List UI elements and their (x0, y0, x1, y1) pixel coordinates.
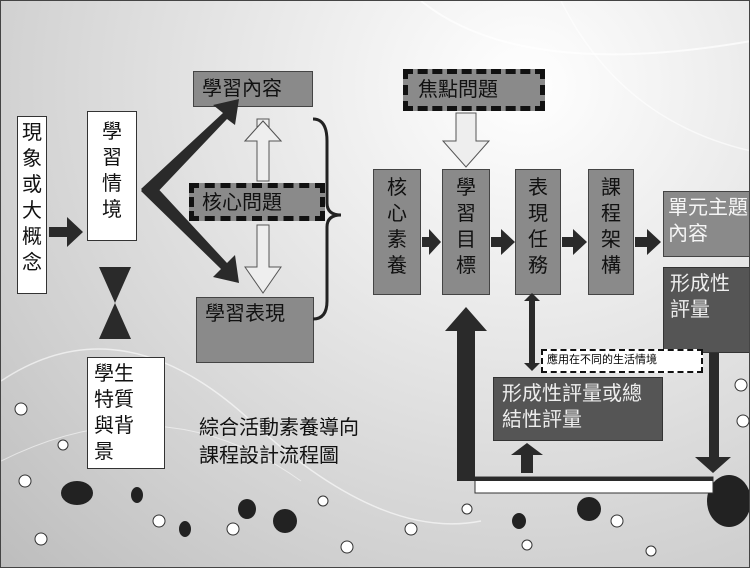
student-traits-box: 學生特質與背景 (87, 357, 165, 469)
formative-assessment-label: 形成性評量 (670, 271, 730, 321)
focus-question-label: 焦點問題 (418, 77, 498, 101)
application-note-box: 應用在不同的生活情境 (541, 349, 703, 373)
learning-objectives-box: 學習目標 (442, 169, 490, 295)
unit-content-box: 單元主題內容 (663, 191, 749, 257)
learning-performance-box: 學習表現 (196, 297, 314, 363)
core-question-label: 核心問題 (202, 190, 282, 214)
course-framework-label: 課程架構 (601, 175, 621, 277)
big-concept-box: 現象或大概念 (17, 116, 47, 294)
formative-assessment-box: 形成性評量 (663, 267, 749, 353)
learning-context-label: 學習情境 (102, 119, 122, 221)
core-question-box: 核心問題 (189, 183, 325, 221)
diagram-title-line2: 課程設計流程圖 (199, 443, 339, 467)
learning-performance-label: 學習表現 (205, 301, 285, 325)
course-framework-box: 課程架構 (588, 169, 634, 295)
assessment-type-label: 形成性評量或總結性評量 (502, 381, 642, 431)
learning-content-box: 學習內容 (193, 71, 313, 107)
core-competency-label: 核心素養 (387, 175, 407, 277)
focus-question-box: 焦點問題 (403, 69, 545, 111)
application-note-label: 應用在不同的生活情境 (547, 353, 657, 366)
core-competency-box: 核心素養 (373, 169, 421, 295)
performance-task-label: 表現任務 (528, 175, 548, 277)
big-concept-label: 現象或大概念 (22, 120, 42, 274)
diagram-title: 綜合活動素養導向 課程設計流程圖 (199, 413, 359, 469)
assessment-type-box: 形成性評量或總結性評量 (493, 377, 663, 441)
learning-objectives-label: 學習目標 (456, 175, 476, 277)
learning-context-box: 學習情境 (87, 111, 137, 241)
unit-content-label: 單元主題內容 (668, 195, 748, 245)
diagram-title-line1: 綜合活動素養導向 (199, 415, 359, 439)
learning-content-label: 學習內容 (202, 76, 282, 100)
student-traits-label: 學生特質與背景 (94, 361, 134, 463)
performance-task-box: 表現任務 (515, 169, 561, 295)
